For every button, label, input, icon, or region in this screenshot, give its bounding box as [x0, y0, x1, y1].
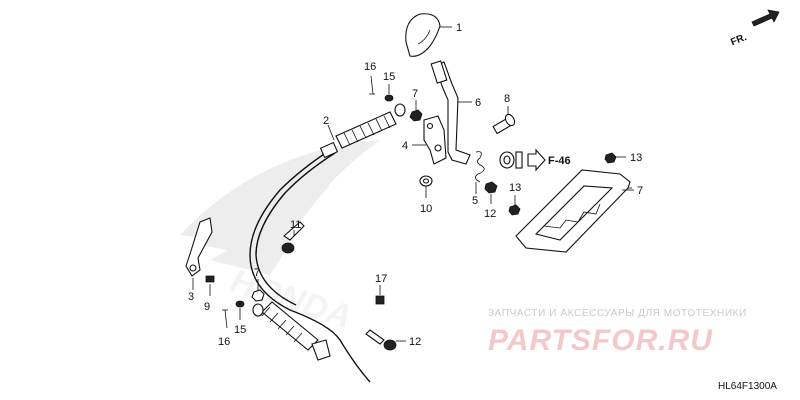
cable-clamp-lower [365, 329, 406, 351]
cotter-pin-lower [222, 309, 228, 329]
bushing-ref [499, 148, 546, 172]
callout-15-lower: 15 [234, 324, 246, 336]
callout-15-upper: 15 [383, 71, 395, 83]
shift-arm [185, 217, 213, 290]
callout-12-lower: 12 [409, 336, 421, 348]
callout-13-lower: 13 [509, 182, 521, 194]
bolt-17 [375, 285, 385, 305]
collar [419, 175, 433, 198]
watermark-tagline: ЗАПЧАСТИ И АКСЕССУАРЫ ДЛЯ МОТОТЕХНИКИ [488, 308, 747, 319]
front-direction-indicator: FR. [729, 9, 780, 48]
callout-4: 4 [402, 140, 408, 152]
cable-upper-thread [319, 103, 406, 159]
nut-lower [251, 279, 265, 302]
washer-upper [384, 84, 394, 102]
callout-17: 17 [375, 273, 387, 285]
lever-bracket [412, 115, 447, 165]
callout-7-lower-label: 7 [254, 267, 260, 279]
callout-6: 6 [475, 97, 481, 109]
callout-5: 5 [472, 195, 478, 207]
callout-10: 9 [204, 301, 210, 313]
shift-gate-guide [515, 169, 634, 253]
callout-1: 1 [456, 22, 462, 34]
clip-13-lower [508, 195, 521, 216]
bolt-10 [205, 275, 215, 296]
shift-knob [405, 13, 452, 57]
callout-16-lower: 16 [218, 336, 230, 348]
clip-13-upper [604, 152, 626, 164]
background-wing-logo [180, 140, 380, 275]
fr-label: FR. [729, 32, 748, 48]
callout-9: 8 [504, 93, 510, 105]
watermark-brand: PARTSFOR.RU [488, 324, 713, 357]
cable-clamp-upper [281, 221, 305, 254]
callout-16-upper: 16 [364, 61, 376, 73]
cable-lower-thread [252, 301, 331, 361]
callout-3: 3 [188, 291, 194, 303]
callout-2: 2 [323, 115, 329, 127]
nut-14 [484, 181, 498, 204]
diagram-code: HL64F1300A [718, 381, 777, 392]
callout-11: 10 [420, 203, 432, 215]
return-spring [475, 151, 485, 194]
callout-12-upper: 11 [290, 219, 301, 231]
callout-14: 12 [484, 208, 496, 220]
callout-13-upper: 13 [630, 152, 642, 164]
washer-lower [235, 300, 245, 320]
reference-f46: F-46 [548, 155, 571, 167]
callout-7-upper: 7 [412, 88, 418, 100]
pivot-bolt [492, 106, 516, 135]
callout-8-label: 7 [637, 185, 643, 197]
shop-watermark: ЗАПЧАСТИ И АКСЕССУАРЫ ДЛЯ МОТОТЕХНИКИ PA… [488, 308, 747, 357]
shift-cable [249, 103, 406, 383]
shift-lever [430, 60, 472, 165]
cotter-pin-upper [369, 75, 375, 95]
nut-upper [409, 100, 423, 122]
